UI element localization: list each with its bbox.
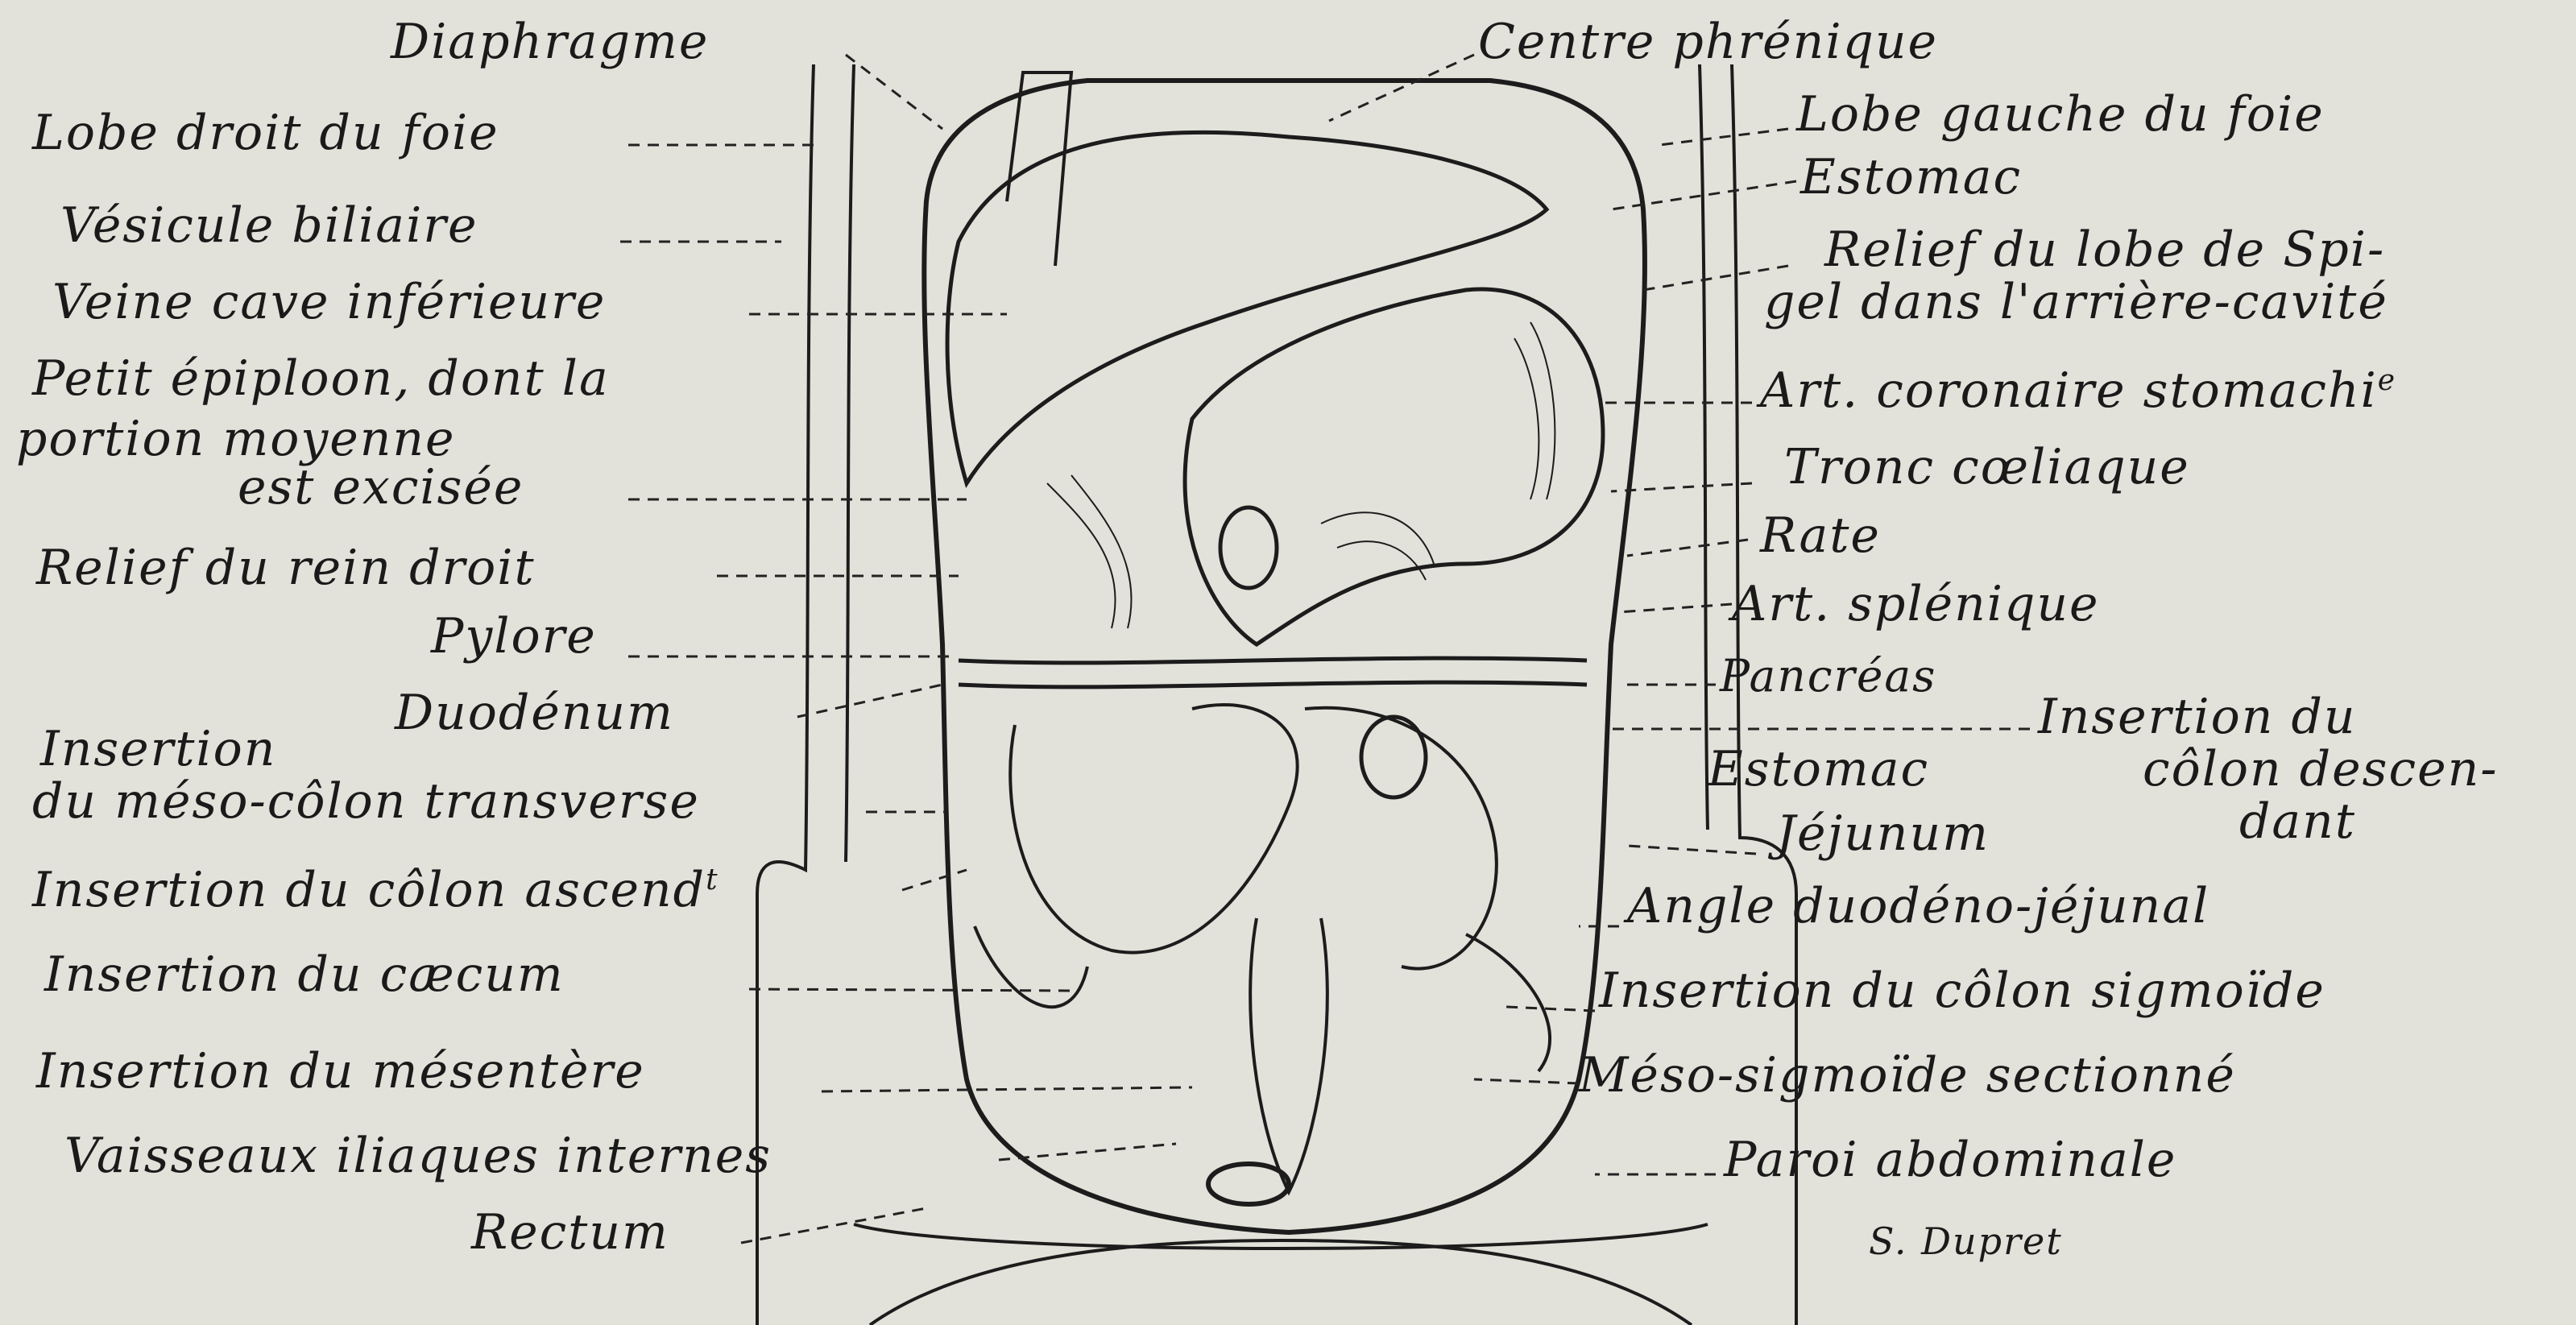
label-spigel-2: gel dans l'arrière-cavité — [1764, 278, 2388, 326]
label-splenique: Art. splénique — [1732, 580, 2100, 628]
label-meso-sigmoide: Méso-sigmoïde sectionné — [1579, 1051, 2236, 1099]
label-petit-epiploon-1: Petit épiploon, dont la — [32, 354, 610, 403]
organ-hatching — [1047, 322, 1555, 628]
label-lobe-gauche: Lobe gauche du foie — [1796, 90, 2325, 139]
label-pancreas: Pancréas — [1720, 654, 1936, 698]
label-vesicule: Vésicule biliaire — [60, 201, 478, 250]
label-centre-phrenique: Centre phrénique — [1478, 18, 1938, 66]
cavity-outline — [924, 81, 1645, 1232]
label-colon-ascendant-text: Insertion du côlon ascend — [32, 862, 706, 918]
label-veine-cave: Veine cave inférieure — [52, 278, 606, 326]
vena-cava — [1007, 72, 1071, 266]
label-mesentere: Insertion du mésentère — [36, 1047, 645, 1095]
label-diaphragme: Diaphragme — [391, 18, 709, 66]
label-desc-1: Insertion du — [2038, 693, 2357, 741]
label-lobe-droit: Lobe droit du foie — [32, 109, 499, 157]
label-meso-colon-2: du méso-côlon transverse — [32, 777, 700, 826]
label-paroi: Paroi abdominale — [1724, 1136, 2176, 1184]
intestine-loops — [975, 507, 1550, 1204]
label-rein-droit: Relief du rein droit — [36, 544, 536, 592]
label-desc-2: côlon descen- — [2143, 745, 2499, 793]
label-caecum: Insertion du cæcum — [44, 950, 565, 999]
abdominal-wall — [757, 64, 1796, 1325]
label-duodenum: Duodénum — [395, 689, 674, 737]
label-rectum: Rectum — [471, 1208, 669, 1257]
label-petit-epiploon-3: est excisée — [238, 463, 524, 511]
label-colon-ascendant: Insertion du côlon ascendt — [32, 866, 719, 914]
label-estomac-1: Estomac — [1800, 153, 2022, 201]
signature: S. Dupret — [1869, 1223, 2063, 1260]
label-petit-epiploon-2: portion moyenne — [16, 415, 456, 463]
transverse-colon — [959, 658, 1587, 687]
label-angle: Angle duodéno-jéjunal — [1627, 882, 2209, 930]
label-jejunum: Jéjunum — [1776, 809, 1990, 858]
label-vaisseaux: Vaisseaux iliaques internes — [64, 1132, 772, 1180]
label-coronaire-text: Art. coronaire stomachi — [1760, 362, 2378, 419]
liver-shape — [947, 132, 1547, 483]
label-sigmoide: Insertion du côlon sigmoïde — [1599, 967, 2325, 1015]
label-estomac-2: Estomac — [1708, 745, 1929, 793]
label-pylore: Pylore — [431, 612, 597, 660]
label-coronaire: Art. coronaire stomachie — [1760, 366, 2396, 415]
label-meso-colon-1: Insertion — [40, 725, 276, 773]
label-colon-ascendant-sup: t — [706, 863, 719, 896]
label-rate: Rate — [1760, 511, 1881, 560]
label-spigel-1: Relief du lobe de Spi- — [1824, 226, 2385, 274]
leader-lines-left — [620, 55, 1192, 1243]
label-coronaire-sup: e — [2378, 364, 2396, 397]
label-tronc: Tronc cœliaque — [1784, 443, 2190, 491]
label-desc-3: dant — [2239, 797, 2356, 846]
